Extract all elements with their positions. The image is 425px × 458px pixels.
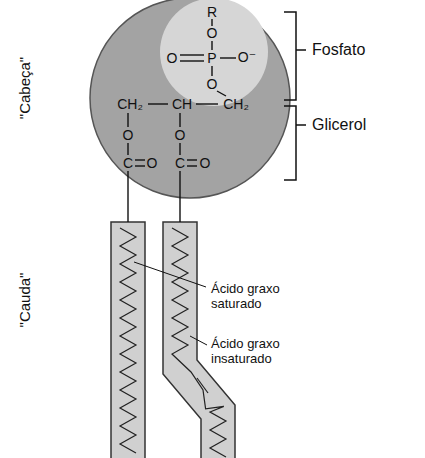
- double-bond-mark: [197, 378, 208, 393]
- saturated-chain: [120, 228, 136, 453]
- part-label: Glicerol: [312, 116, 366, 134]
- atom-symbol: R: [207, 4, 217, 20]
- part-label: Fosfato: [312, 41, 365, 59]
- atom-symbol: C: [175, 155, 185, 171]
- part-label: Ácido graxo saturado: [211, 282, 311, 312]
- atom-symbol: O: [147, 155, 158, 171]
- atom-group: CH₂: [223, 96, 249, 112]
- atom-symbol: O⁻: [238, 49, 256, 65]
- saturated-tail: [111, 222, 145, 458]
- part-label: "Cauda": [16, 273, 33, 328]
- chemical-bonds: [128, 19, 236, 222]
- atom-group: CH: [172, 96, 192, 112]
- atom-symbol: C: [123, 155, 133, 171]
- part-label: "Cabeça": [16, 57, 33, 119]
- atom-symbol: O: [207, 76, 218, 92]
- part-label: Ácido graxo insaturado: [211, 337, 311, 367]
- atom-symbol: P: [207, 50, 216, 66]
- carbon-chains: [120, 228, 226, 457]
- brackets: [284, 12, 306, 180]
- atom-symbol: O: [175, 127, 186, 143]
- atom-symbol: O: [207, 25, 218, 41]
- atom-symbol: O: [167, 50, 178, 66]
- phosphate-region: [160, 0, 268, 106]
- atom-symbol: O: [200, 155, 211, 171]
- atom-group: CH₂: [117, 96, 143, 112]
- atom-symbol: O: [123, 127, 134, 143]
- head-circle: [90, 0, 290, 198]
- leader-lines: [134, 262, 207, 345]
